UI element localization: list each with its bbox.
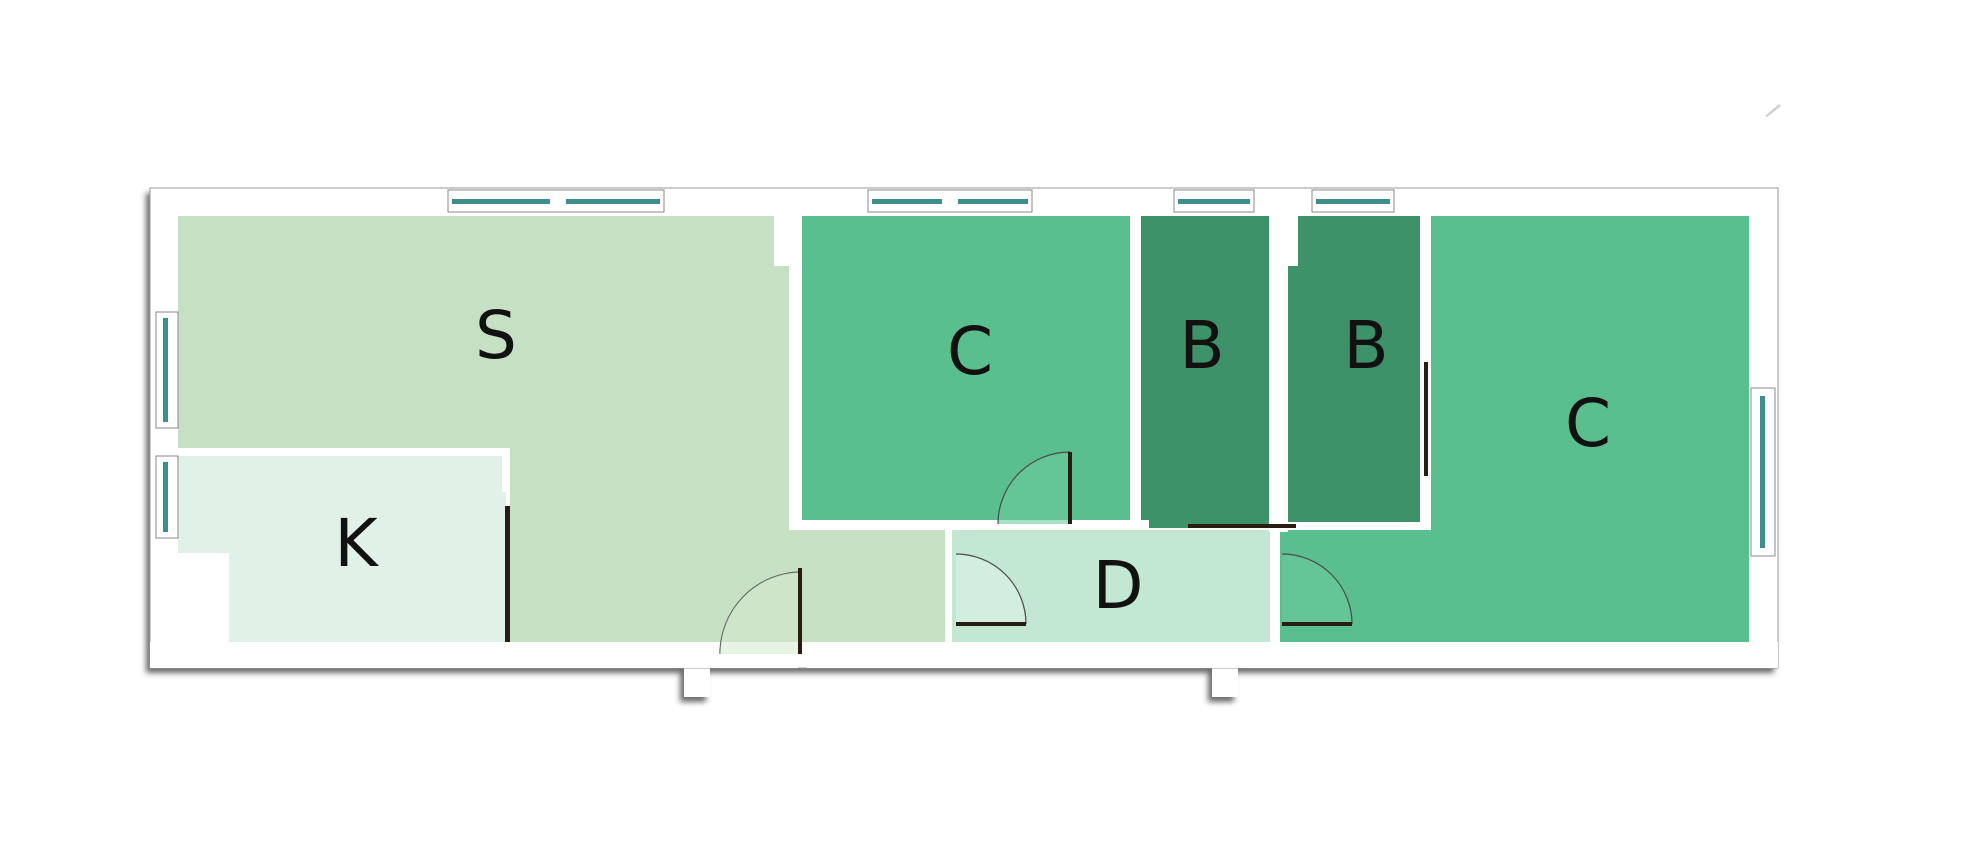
window-top-4	[1311, 189, 1395, 213]
window-left-1	[155, 311, 179, 429]
doors	[505, 362, 1428, 655]
window-top-3	[1173, 189, 1255, 213]
door-bathroom-2	[1424, 362, 1428, 476]
room-bedroom-1	[802, 216, 1130, 522]
windows	[155, 189, 1776, 557]
room-bathroom-1	[1141, 216, 1269, 528]
room-label-bathroom-2: B	[1343, 307, 1388, 384]
door-kitchen	[505, 506, 510, 642]
door-bedroom-2	[1281, 553, 1353, 626]
room-label-kitchen: K	[334, 505, 379, 582]
window-left-2	[155, 455, 179, 539]
door-bedroom-1	[997, 451, 1072, 525]
door-bathroom-1	[1188, 524, 1296, 528]
room-bedroom-2	[1280, 216, 1749, 642]
room-label-hall: D	[1093, 547, 1144, 624]
door-entrance	[719, 568, 802, 655]
window-top-1	[447, 189, 665, 213]
room-kitchen	[178, 456, 506, 642]
interior-walls	[150, 216, 1778, 668]
room-label-living: S	[475, 297, 517, 374]
stray-mark	[1765, 104, 1781, 117]
window-top-2	[867, 189, 1033, 213]
door-hall-left	[955, 553, 1027, 626]
room-label-bedroom-2: C	[1565, 385, 1611, 462]
room-living	[178, 216, 945, 642]
room-label-bedroom-1: C	[947, 313, 993, 390]
room-label-bathroom-1: B	[1179, 307, 1224, 384]
window-right-1	[1750, 387, 1776, 557]
room-bathroom-2	[1288, 216, 1420, 522]
